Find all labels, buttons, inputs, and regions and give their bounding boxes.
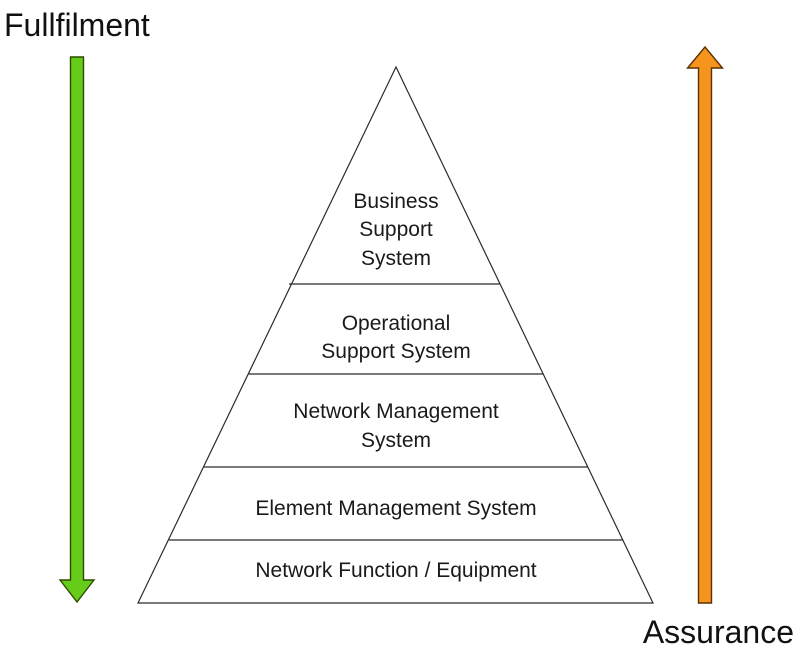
layer-nfe-line-1: Network Function / Equipment — [255, 559, 536, 582]
layer-oss-line-1: Operational — [342, 312, 451, 335]
layer-ems-line-1: Element Management System — [255, 497, 536, 520]
layer-nms-line-1: Network Management — [293, 400, 499, 423]
assurance-label: Assurance — [643, 614, 794, 650]
fulfillment-label: Fullfilment — [4, 7, 150, 43]
layer-bss-line-2: Support — [359, 218, 433, 241]
assurance-up-arrow-icon — [686, 45, 724, 604]
layer-oss-line-2: Support System — [321, 340, 470, 363]
layer-bss-line-1: Business — [353, 190, 438, 213]
layer-bss-line-3: System — [361, 247, 431, 270]
pyramid-outline — [137, 65, 654, 604]
layer-nms-line-2: System — [361, 429, 431, 452]
fulfillment-down-arrow-icon — [58, 56, 96, 604]
